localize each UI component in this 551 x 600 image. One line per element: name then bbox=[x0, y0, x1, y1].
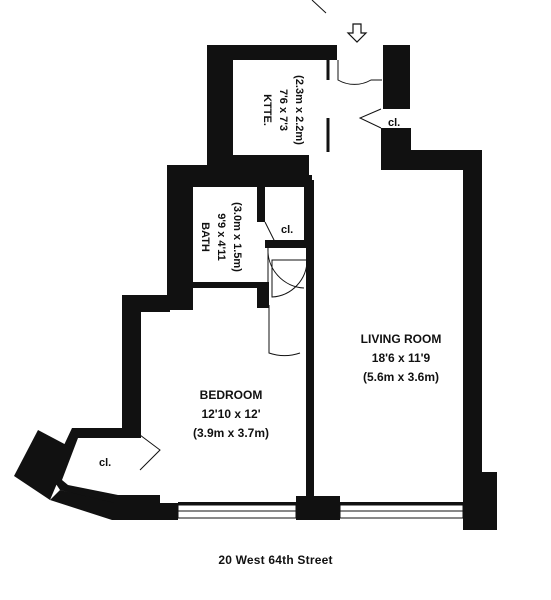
bedroom-metric: (3.9m x 3.7m) bbox=[193, 426, 269, 440]
bath-dims: 9'9 x 4'11 bbox=[215, 213, 227, 260]
wall-bottom-left-diagonal bbox=[14, 430, 72, 500]
wall-entry-column bbox=[383, 45, 410, 109]
wall-bath-bottom bbox=[193, 282, 257, 288]
kitchen-name: KTTE. bbox=[261, 94, 273, 126]
wall-bath-right bbox=[257, 180, 265, 222]
closet-entry-label: cl. bbox=[388, 117, 400, 129]
wall-right-notch bbox=[463, 165, 475, 215]
door-closet-bath-swing bbox=[264, 221, 304, 245]
wall-kitchen-top bbox=[207, 45, 337, 60]
wall-bath-top-right bbox=[237, 175, 312, 187]
closet-bath-label: cl. bbox=[281, 224, 293, 236]
bath-name: BATH bbox=[199, 222, 211, 252]
wall-bedroom-top-right bbox=[257, 300, 269, 306]
entry-arrow-icon bbox=[346, 23, 368, 43]
wall-partition bbox=[306, 245, 314, 500]
living-room-metric: (5.6m x 3.6m) bbox=[363, 370, 439, 384]
living-room-dims: 18'6 x 11'9 bbox=[372, 351, 431, 365]
scan-mark-line bbox=[311, 0, 327, 14]
wall-bedroom-bottom-left bbox=[50, 490, 178, 520]
bedroom-name: BEDROOM bbox=[200, 388, 263, 402]
closet-bedroom-label: cl. bbox=[99, 457, 111, 469]
wall-bottom-bedroom-right bbox=[178, 502, 296, 505]
door-bedroom-swing bbox=[268, 305, 301, 357]
wall-right bbox=[463, 150, 482, 480]
wall-bottom-living bbox=[340, 502, 463, 505]
bath-metric: (3.0m x 1.5m) bbox=[231, 202, 243, 272]
door-closet-entry-swing bbox=[358, 108, 382, 129]
walls bbox=[14, 45, 497, 530]
doors bbox=[139, 60, 382, 471]
door-bath-swing bbox=[267, 247, 305, 289]
address-caption: 20 West 64th Street bbox=[218, 553, 333, 567]
wall-bottom-right-corner bbox=[463, 472, 497, 530]
wall-bath-closet-right bbox=[304, 180, 314, 248]
windows bbox=[177, 504, 464, 519]
wall-bath-top bbox=[167, 165, 237, 187]
bedroom-dims: 12'10 x 12' bbox=[201, 407, 260, 421]
door-living-swing bbox=[271, 259, 308, 298]
kitchen-metric: (2.3m x 2.2m) bbox=[293, 75, 305, 145]
door-entry-swing bbox=[337, 60, 382, 85]
wall-bedroom-closet bbox=[50, 428, 160, 505]
wall-bottom-mid bbox=[296, 496, 340, 520]
living-room-name: LIVING ROOM bbox=[361, 332, 442, 346]
door-closet-bedroom-swing bbox=[139, 434, 161, 471]
wall-bedroom-left bbox=[122, 295, 141, 435]
wall-right-upper bbox=[381, 150, 463, 170]
kitchen-dims: 7'6 x 7'3 bbox=[277, 89, 289, 131]
